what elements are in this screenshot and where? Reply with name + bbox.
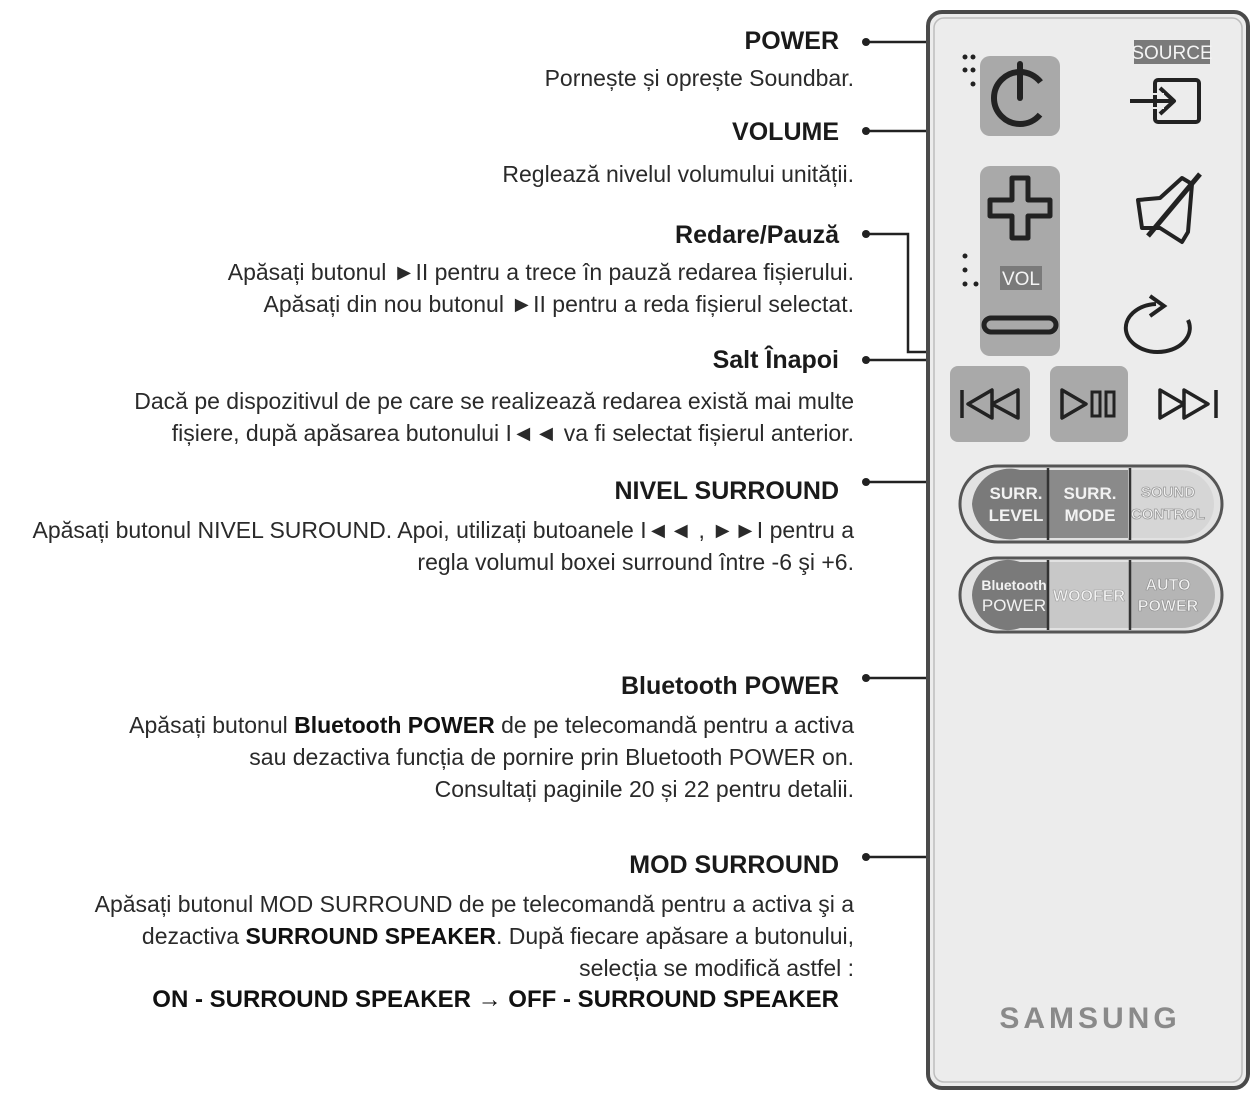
skip-desc-line: fișiere, după apăsarea butonului I◄◄ va … xyxy=(171,420,854,446)
surround-mode-desc-line: Apăsați butonul MOD SURROUND de pe telec… xyxy=(94,891,854,917)
surround-mode-desc-line: selecția se modifică astfel : xyxy=(579,955,854,981)
surround-mode-sequence: ON - SURROUND SPEAKER → OFF - SURROUND S… xyxy=(152,986,839,1013)
skip-heading: Salt Înapoi xyxy=(712,346,839,374)
bluetooth-desc: Apăsați butonul Bluetooth POWER de pe te… xyxy=(129,709,854,805)
power-button[interactable] xyxy=(980,56,1060,136)
bluetooth-desc-line: Apăsați butonul Bluetooth POWER de pe te… xyxy=(129,712,854,738)
volume-desc: Reglează nivelul volumului unității. xyxy=(502,158,854,190)
play-desc-line: Apăsați din nou butonul ►II pentru a red… xyxy=(263,291,854,317)
power-desc-line: Pornește și oprește Soundbar. xyxy=(544,65,854,91)
remote-control: SOURCE VOL xyxy=(926,10,1250,1090)
power-dots-icon xyxy=(962,54,976,87)
play-desc-line: Apăsați butonul ►II pentru a trece în pa… xyxy=(227,259,854,285)
volume-down-icon xyxy=(981,315,1059,335)
surround-mode-heading: MOD SURROUND xyxy=(629,851,839,879)
svg-text:POWER: POWER xyxy=(1138,598,1199,615)
volume-up-icon xyxy=(987,175,1053,241)
bluetooth-desc-line: Consultați paginile 20 și 22 pentru deta… xyxy=(434,776,854,802)
play-heading: Redare/Pauză xyxy=(675,221,839,249)
mute-icon[interactable] xyxy=(1136,172,1202,244)
svg-text:Bluetooth: Bluetooth xyxy=(981,577,1046,593)
skip-back-button[interactable] xyxy=(950,366,1030,442)
surr-level-button[interactable]: SURR. LEVEL xyxy=(989,484,1044,525)
svg-text:SURR.: SURR. xyxy=(990,484,1043,503)
skip-forward-button[interactable] xyxy=(1158,388,1218,420)
volume-rocker[interactable]: VOL xyxy=(980,166,1060,356)
svg-text:CONTROL: CONTROL xyxy=(1131,506,1205,523)
volume-desc-line: Reglează nivelul volumului unității. xyxy=(502,161,854,187)
volume-heading: VOLUME xyxy=(732,118,839,146)
svg-text:SOUND: SOUND xyxy=(1141,484,1195,501)
source-button[interactable]: SOURCE xyxy=(1130,40,1213,124)
surround-level-desc-line: regla volumul boxei surround între -6 şi… xyxy=(417,549,854,575)
source-label: SOURCE xyxy=(1131,43,1212,64)
surround-level-heading: NIVEL SURROUND xyxy=(614,477,839,505)
skip-desc: Dacă pe dispozitivul de pe care se reali… xyxy=(134,385,854,449)
skip-desc-line: Dacă pe dispozitivul de pe care se reali… xyxy=(134,388,854,414)
bluetooth-desc-line: sau dezactiva funcția de pornire prin Bl… xyxy=(249,744,854,770)
power-desc: Pornește și oprește Soundbar. xyxy=(545,62,854,94)
bt-power-button[interactable]: Bluetooth POWER xyxy=(981,577,1046,615)
volume-dots-icon xyxy=(962,253,979,287)
auto-power-button[interactable]: AUTO POWER xyxy=(1137,577,1199,616)
svg-text:AUTO: AUTO xyxy=(1145,577,1190,594)
samsung-logo: SAMSUNG xyxy=(999,1002,1180,1035)
play-pause-button[interactable] xyxy=(1050,366,1128,442)
svg-text:MODE: MODE xyxy=(1065,506,1116,525)
surround-level-desc: Apăsați butonul NIVEL SUROUND. Apoi, uti… xyxy=(33,514,855,578)
surr-mode-button[interactable]: SURR. MODE xyxy=(1064,484,1117,525)
vol-label: VOL xyxy=(1002,269,1040,290)
bluetooth-row xyxy=(958,556,1224,634)
sound-control-button[interactable]: SOUND CONTROL xyxy=(1131,484,1206,524)
woofer-button[interactable]: WOOFER xyxy=(1053,588,1126,606)
svg-text:LEVEL: LEVEL xyxy=(989,506,1044,525)
surround-row xyxy=(958,464,1224,544)
svg-text:WOOFER: WOOFER xyxy=(1053,588,1125,605)
play-desc: Apăsați butonul ►II pentru a trece în pa… xyxy=(228,256,854,320)
svg-text:SURR.: SURR. xyxy=(1064,484,1117,503)
bluetooth-heading: Bluetooth POWER xyxy=(620,672,839,700)
repeat-icon[interactable] xyxy=(1123,294,1192,354)
svg-text:POWER: POWER xyxy=(982,596,1046,615)
surround-mode-desc-line: dezactiva SURROUND SPEAKER. După fiecare… xyxy=(141,923,854,949)
remote-body xyxy=(926,10,1250,1090)
surround-mode-desc: Apăsați butonul MOD SURROUND de pe telec… xyxy=(95,888,854,1016)
surround-level-desc-line: Apăsați butonul NIVEL SUROUND. Apoi, uti… xyxy=(32,517,855,543)
power-heading: POWER xyxy=(744,27,839,55)
